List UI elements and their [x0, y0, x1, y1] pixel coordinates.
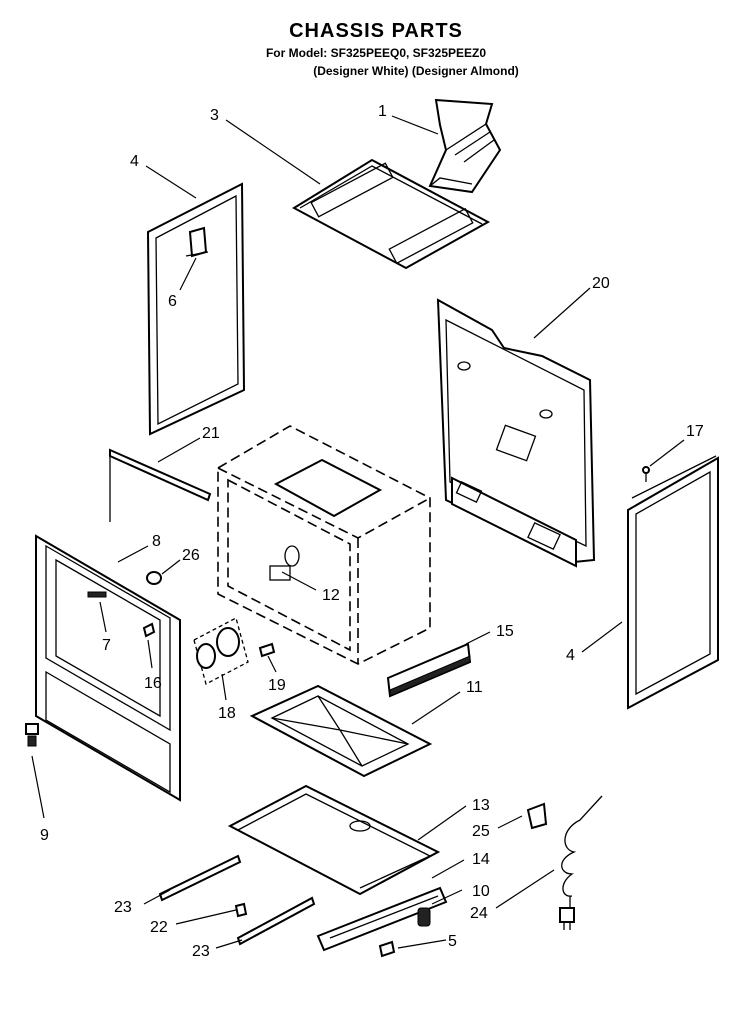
callout-3: 3 — [210, 107, 219, 124]
label-icon — [87, 591, 107, 598]
bottom-panel-icon — [227, 784, 441, 896]
callout-10: 10 — [472, 883, 490, 900]
side-panel-icon — [146, 182, 246, 436]
top-panel-icon — [291, 158, 491, 270]
front-frame-icon — [35, 534, 181, 802]
burner-box-icon — [249, 684, 433, 778]
model-line: For Model: SF325PEEQ0, SF325PEEZ0 — [265, 46, 487, 60]
callout-25: 25 — [472, 823, 490, 840]
rail-icon — [316, 886, 448, 952]
side-panel-icon — [627, 455, 719, 710]
variant-line: (Designer White) (Designer Almond) — [313, 64, 519, 78]
leveling-leg-icon — [25, 723, 39, 747]
back-panel-icon — [436, 298, 596, 568]
callout-13: 13 — [472, 797, 490, 814]
callout-11: 11 — [466, 679, 483, 696]
callout-17: 17 — [686, 423, 704, 440]
callout-5: 5 — [448, 933, 457, 950]
callout-23-upper: 23 — [114, 899, 132, 916]
screw-icon — [642, 466, 650, 482]
power-cord-icon — [559, 795, 603, 930]
callout-16: 16 — [144, 675, 162, 692]
callout-19: 19 — [268, 677, 286, 694]
insulation-icon — [109, 448, 212, 522]
page-title: CHASSIS PARTS — [289, 20, 463, 42]
plug-button-icon — [146, 571, 162, 585]
vent-duct-icon — [428, 98, 502, 194]
switch-housing-icon — [193, 617, 249, 685]
trim-strip-icon — [386, 642, 472, 698]
callout-14: 14 — [472, 851, 490, 868]
callout-labels: 1 3 4 6 20 21 17 8 26 12 7 16 19 15 4 18… — [40, 103, 704, 960]
callout-6: 6 — [168, 293, 177, 310]
callout-8: 8 — [152, 533, 161, 550]
callout-4-left: 4 — [130, 153, 139, 170]
callout-23-lower: 23 — [192, 943, 210, 960]
callout-12: 12 — [322, 587, 340, 604]
callout-7: 7 — [102, 637, 111, 654]
clip-icon — [234, 902, 248, 918]
callout-21: 21 — [202, 425, 220, 442]
strain-relief-icon — [526, 802, 548, 830]
callout-24: 24 — [470, 905, 488, 922]
spring-icon — [417, 907, 431, 927]
callout-18: 18 — [218, 705, 236, 722]
slide-rail-icon — [158, 854, 242, 902]
callout-4-right: 4 — [566, 647, 575, 664]
slide-rail-icon — [236, 896, 316, 946]
callout-22: 22 — [150, 919, 168, 936]
bracket-icon — [185, 226, 209, 258]
leader-lines — [31, 115, 685, 949]
callout-20: 20 — [592, 275, 610, 292]
screw-icon — [142, 622, 156, 638]
callout-15: 15 — [496, 623, 514, 640]
clip-icon — [378, 940, 396, 958]
callout-9: 9 — [40, 827, 49, 844]
callout-26: 26 — [182, 547, 200, 564]
oven-liner-icon — [217, 425, 431, 665]
bolt-icon — [258, 642, 276, 658]
callout-1: 1 — [378, 103, 387, 120]
